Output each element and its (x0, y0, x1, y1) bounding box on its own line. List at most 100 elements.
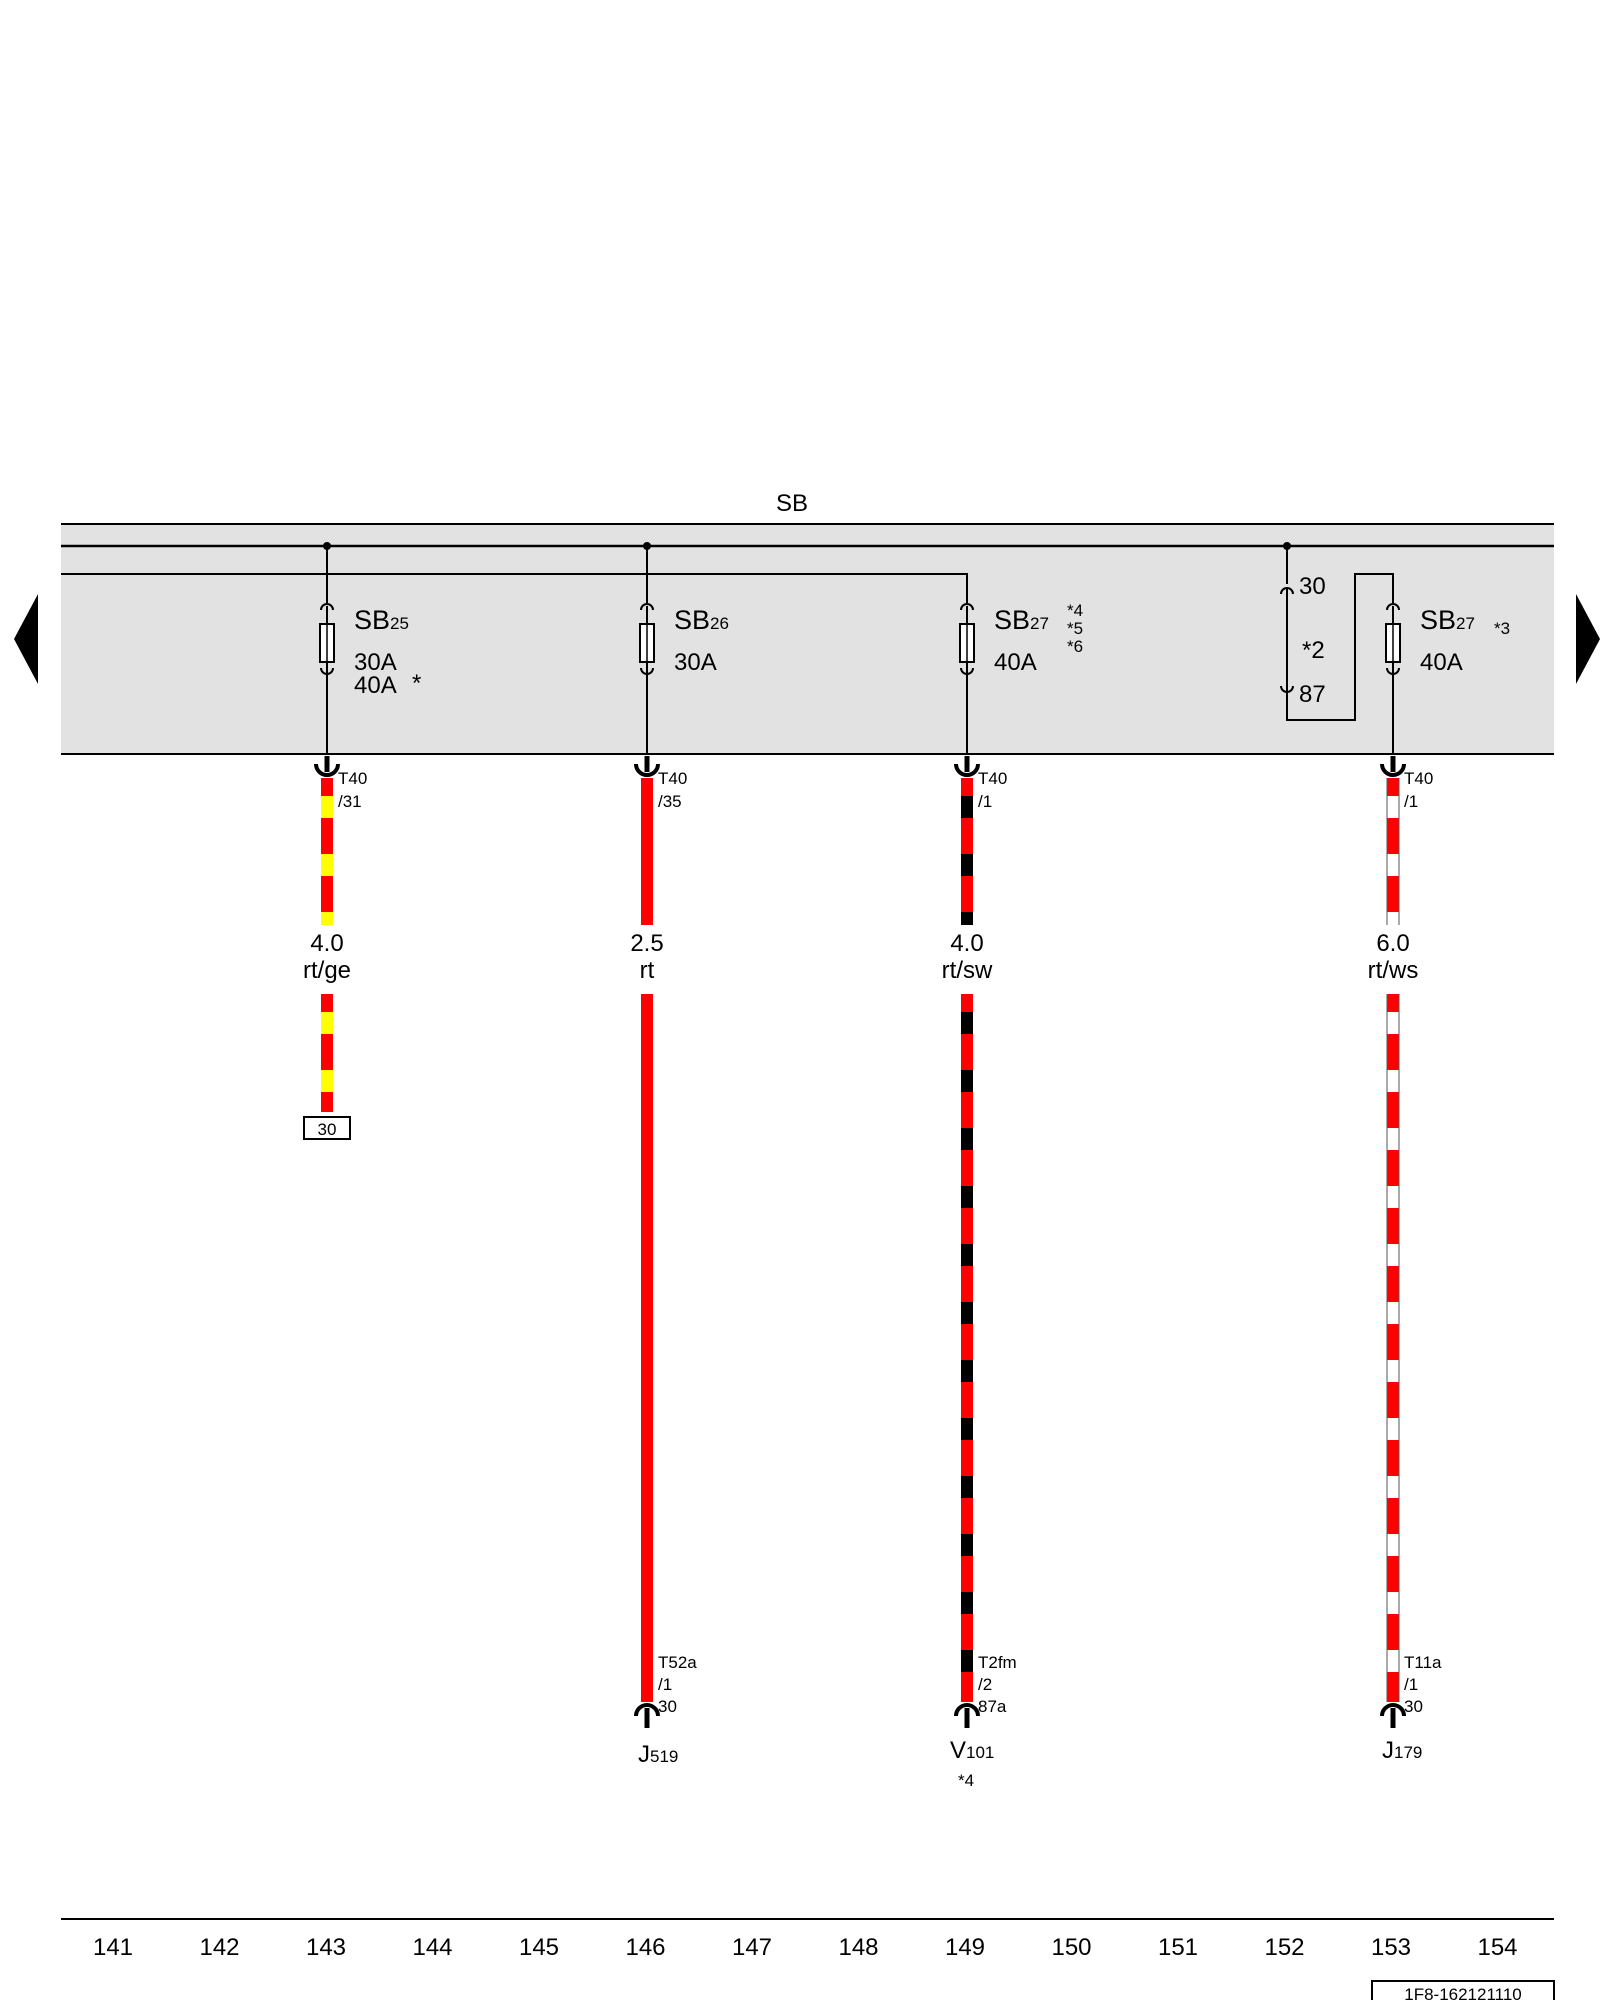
svg-text:SB27: SB27 (1420, 605, 1475, 635)
connector-top-icon (634, 763, 660, 777)
connector-pin: /1 (1404, 792, 1418, 811)
svg-text:SB26: SB26 (674, 605, 729, 635)
wire-stripe (961, 1360, 973, 1382)
connector-terminal: 30 (1404, 1697, 1423, 1716)
scale-label: 143 (306, 1934, 346, 1961)
wire-stripe (961, 1650, 973, 1672)
wire-segment (1387, 994, 1399, 1702)
connector-pin: /1 (978, 792, 992, 811)
fuse-name: SB (1420, 605, 1456, 635)
wire-stripe (1387, 796, 1399, 818)
wire-stripe (961, 1244, 973, 1266)
wire-layer (314, 756, 1406, 1728)
fuse-rating: 40A (1420, 649, 1463, 676)
diagram-title: SB (776, 490, 808, 517)
fuse-contact-top (1386, 603, 1400, 611)
scale-label: 147 (732, 1934, 772, 1961)
wire-stripe (961, 1186, 973, 1208)
wire-stripe (961, 912, 973, 925)
wire-stripe (961, 1070, 973, 1092)
wire-stripe (961, 854, 973, 876)
wire-segment (641, 778, 653, 925)
scale-label: 154 (1477, 1934, 1517, 1961)
doc-id: 1F8-162121110 (1404, 1985, 1522, 2000)
fuse-sb25: SB25 30A 40A * (354, 605, 421, 699)
wire-color-code: rt/ws (1368, 957, 1419, 984)
fuse-number: 27 (1456, 614, 1475, 633)
wire-stripe (321, 1070, 333, 1092)
wire-stripe (1387, 1534, 1399, 1556)
connector-name: T40 (978, 769, 1007, 788)
wire-stripe (1387, 1244, 1399, 1266)
wire-stripe (1387, 1070, 1399, 1092)
fuse-contact-top (960, 603, 974, 611)
relay-link-wire (1286, 573, 1394, 721)
scale-label: 146 (625, 1934, 665, 1961)
scale-label: 145 (519, 1934, 559, 1961)
arrow-left-icon[interactable] (14, 594, 38, 684)
fuse-note: *3 (1494, 619, 1510, 638)
fuse-number: 25 (390, 614, 409, 633)
connector-pin: /1 (1404, 1675, 1418, 1694)
component-number: 519 (650, 1747, 678, 1766)
connector-t11a: T11a /1 30 J179 (1382, 1653, 1442, 1764)
component-letter: V (950, 1737, 966, 1764)
wire-stripe (961, 1418, 973, 1440)
svg-text:V101: V101 (950, 1737, 994, 1764)
connector-pin: /1 (658, 1675, 672, 1694)
wire-label-4: 6.0 rt/ws (1368, 930, 1419, 984)
fuse-sb26: SB26 30A (674, 605, 729, 676)
wire-color-code: rt (640, 957, 655, 984)
svg-text:J519: J519 (638, 1741, 678, 1768)
wire-color-code: rt/ge (303, 957, 351, 984)
scale-label: 141 (93, 1934, 133, 1961)
wire-segment (641, 994, 653, 1702)
fuse-rating-note: * (412, 670, 421, 697)
wire-stripe (961, 1302, 973, 1324)
wire-stripe (961, 1534, 973, 1556)
arrow-right-icon[interactable] (1576, 594, 1600, 684)
connector-bottom-icon (634, 1703, 660, 1717)
terminal-30-box (303, 1116, 351, 1140)
fuse-rating: 30A (354, 649, 397, 676)
connector-name: T52a (658, 1653, 697, 1672)
connector-bottom-icon (954, 1703, 980, 1717)
wire-segment (321, 994, 333, 1112)
fuse-contact-top (640, 603, 654, 611)
connector-top-icon (1380, 763, 1406, 777)
svg-text:J179: J179 (1382, 1737, 1422, 1764)
wire-stripe (1387, 1592, 1399, 1614)
connector-t52a: T52a /1 30 J519 (638, 1653, 697, 1768)
wire-stripe (961, 1592, 973, 1614)
connector-name: T2fm (978, 1653, 1017, 1672)
scale-label: 148 (838, 1934, 878, 1961)
wire-stripe (961, 1012, 973, 1034)
wire-label-2: 2.5 rt (630, 930, 663, 984)
scale-label: 144 (412, 1934, 452, 1961)
connector-name: T40 (658, 769, 687, 788)
fuse-name: SB (994, 605, 1030, 635)
wire-size: 4.0 (310, 930, 343, 957)
relay-note: *2 (1302, 637, 1325, 664)
wire-stripe (321, 912, 333, 925)
relay-link: 30 *2 87 (1299, 573, 1326, 708)
wire-stripe (1387, 1650, 1399, 1672)
connector-pin: /31 (338, 792, 362, 811)
component-letter: J (638, 1741, 650, 1768)
wire-stripe (1387, 854, 1399, 876)
connector-t40-35: T40 /35 (658, 769, 687, 811)
wire-stripe (321, 796, 333, 818)
connector-pin: /35 (658, 792, 682, 811)
wire-segment (961, 994, 973, 1702)
fuse-rating: 40A (994, 649, 1037, 676)
scale-label: 152 (1264, 1934, 1304, 1961)
fuse-carrier-panel (61, 524, 1554, 754)
svg-text:SB27: SB27 (994, 605, 1049, 635)
fuse-note: *4 (1067, 601, 1083, 620)
wire-stripe (1387, 1186, 1399, 1208)
wire-stripe (961, 1476, 973, 1498)
fuse-number: 27 (1030, 614, 1049, 633)
component-number: 179 (1394, 1743, 1422, 1762)
connector-t40-31: T40 /31 (338, 769, 367, 811)
scale-label: 150 (1051, 1934, 1091, 1961)
